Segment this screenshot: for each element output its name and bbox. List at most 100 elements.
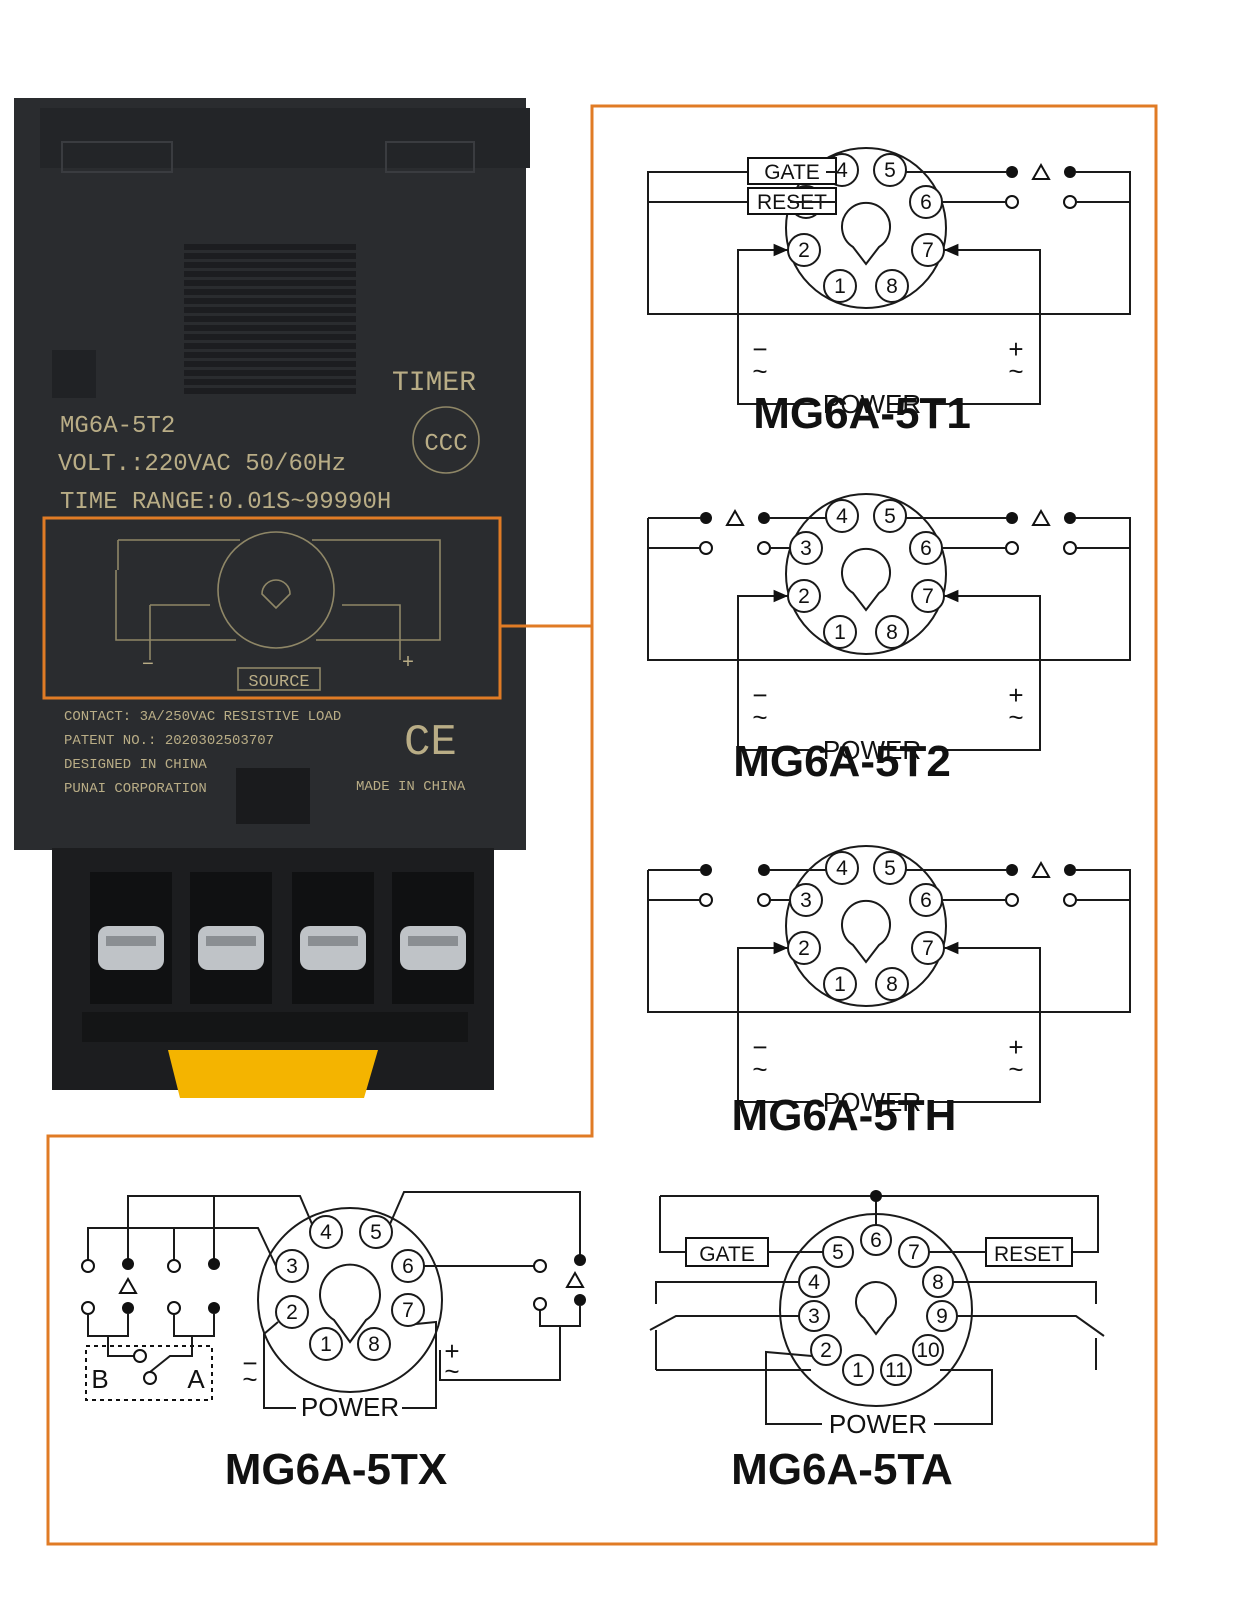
vent-slot (184, 253, 356, 259)
wire (737, 249, 1041, 405)
contact-open (81, 1301, 95, 1315)
diagram-mg6a-5t1: 12345678GATERESETPOWER−~+~ (647, 147, 1131, 419)
contact-dot (870, 1190, 882, 1202)
socket-key (841, 899, 891, 964)
gate-terminal-box (685, 1237, 769, 1267)
vent-slot (184, 280, 356, 286)
contact-open (699, 893, 713, 907)
wire (648, 517, 826, 549)
wire (655, 1330, 1097, 1371)
socket-outline (257, 1207, 443, 1393)
power-label: POWER (823, 389, 921, 419)
pin-number: 8 (886, 275, 898, 298)
socket-key (319, 1263, 381, 1344)
pin-number: 3 (800, 537, 812, 560)
pin-circle (880, 1354, 912, 1386)
ac-sign-left: ~ (752, 702, 767, 732)
pin-circle (275, 1295, 309, 1329)
wire (655, 1281, 1097, 1304)
socket-key (841, 547, 891, 612)
terminal-screws (90, 872, 474, 1004)
contact-dot (700, 512, 712, 524)
plus-sign: + (1008, 1032, 1023, 1062)
contact-open (143, 1371, 157, 1385)
reset-terminal-label: RESET (994, 1243, 1064, 1266)
contact-open (167, 1259, 181, 1273)
pin-number: 5 (832, 1241, 844, 1264)
wire (790, 171, 836, 203)
contact-dot (208, 1258, 220, 1270)
vent-slot (184, 370, 356, 376)
model-label-mg6a-5tx: MG6A-5TX (225, 1445, 447, 1494)
pin-circle (357, 1327, 391, 1361)
pin-number: 3 (286, 1255, 298, 1278)
pin-circle (875, 615, 909, 649)
pin-number: 1 (834, 275, 846, 298)
power-label: POWER (829, 1409, 927, 1439)
pin-number: 10 (916, 1339, 939, 1362)
wire (737, 595, 1041, 751)
release-slot (236, 768, 310, 824)
pin-circle (912, 1334, 944, 1366)
reset-terminal-box (985, 1237, 1073, 1267)
pin-number: 4 (836, 857, 848, 880)
contact-dot (1006, 512, 1018, 524)
pin-number: 8 (932, 1271, 944, 1294)
contact-dot (1064, 864, 1076, 876)
contact-dot (122, 1302, 134, 1314)
vent-slot (184, 343, 356, 349)
switch-a-label: A (187, 1364, 205, 1394)
contact-spec: CONTACT: 3A/250VAC RESISTIVE LOAD (64, 709, 341, 725)
vent-slot (184, 271, 356, 277)
model-label-mg6a-5t2: MG6A-5T2 (733, 737, 951, 786)
model-label-mg6a-5ta: MG6A-5TA (731, 1445, 953, 1494)
arrow-head (773, 589, 788, 603)
contact-open (133, 1349, 147, 1363)
pin-circle (842, 1354, 874, 1386)
terminal-screw (98, 926, 164, 970)
delta-mark (1031, 860, 1051, 878)
pin-number: 8 (886, 621, 898, 644)
screw-slot (408, 936, 458, 946)
ac-sign-right: ~ (444, 1356, 459, 1386)
pin-number: 9 (936, 1305, 948, 1328)
contact-open (757, 893, 771, 907)
minus-sign: − (752, 1032, 767, 1062)
ac-sign-right: ~ (1008, 1054, 1023, 1084)
pin-number: 5 (884, 505, 896, 528)
plus-sign: + (1008, 680, 1023, 710)
pin-number: 6 (920, 889, 932, 912)
pin-number: 1 (834, 621, 846, 644)
pin-number: 4 (836, 505, 848, 528)
socket-key (855, 1281, 897, 1336)
minus-sign: − (752, 334, 767, 364)
pin-number: 5 (370, 1221, 382, 1244)
vent-slot (184, 298, 356, 304)
pin-number: 2 (798, 585, 810, 608)
arrow-head (944, 941, 959, 955)
pin-circle (309, 1327, 343, 1361)
power-label: POWER (823, 1087, 921, 1117)
terminal-screw (198, 926, 264, 970)
pin-circle (391, 1293, 425, 1327)
wire (765, 1350, 993, 1425)
screw-slot (308, 936, 358, 946)
pin-number: 6 (920, 537, 932, 560)
screw-slot (206, 936, 256, 946)
wire (87, 1314, 215, 1373)
plus-sign: + (1008, 334, 1023, 364)
arrow-head (944, 243, 959, 257)
pin-number: 5 (884, 159, 896, 182)
wire (648, 869, 826, 901)
pin-number: 11 (885, 1359, 907, 1382)
ac-sign-right: ~ (1008, 702, 1023, 732)
ce-mark: CE (404, 718, 457, 768)
pin-circle (359, 1215, 393, 1249)
pin-number: 1 (852, 1359, 864, 1382)
delta-mark (1031, 508, 1051, 526)
pin-number: 3 (800, 889, 812, 912)
din-rail-latch (168, 1050, 378, 1098)
pin-number: 2 (798, 239, 810, 262)
device-time-range: TIME RANGE:0.01S~99990H (60, 489, 391, 516)
